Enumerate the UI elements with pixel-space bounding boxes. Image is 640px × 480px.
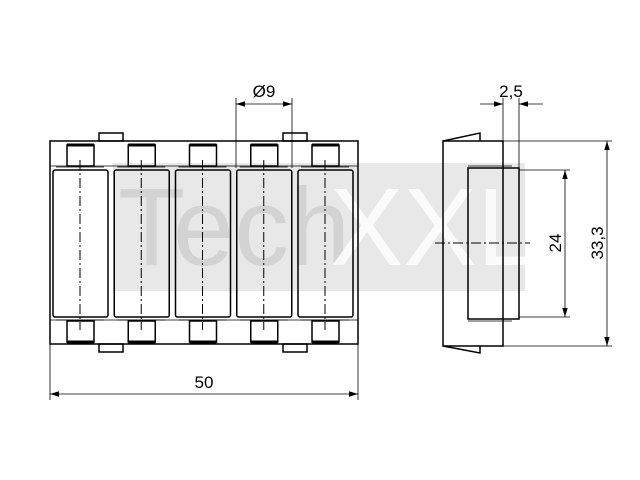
diameter-label: Ø9 <box>253 82 276 101</box>
frame-outline <box>49 140 359 345</box>
side-view <box>435 132 530 354</box>
height-label: 33,3 <box>588 226 607 259</box>
bottom-tab-left <box>98 343 124 353</box>
top-tab-left <box>98 132 124 142</box>
width-label: 50 <box>195 373 214 392</box>
width-dimension: 50 <box>49 344 359 400</box>
offset-label: 2,5 <box>499 82 523 101</box>
roller-length-dimension: 24 <box>519 169 570 318</box>
offset-dimension: 2,5 <box>480 82 543 168</box>
top-tab-right <box>282 132 308 142</box>
diameter-dimension: Ø9 <box>235 82 293 168</box>
front-view <box>49 132 359 353</box>
watermark-text-tech: Tech <box>118 166 350 289</box>
roller-length-label: 24 <box>546 234 565 253</box>
height-dimension: 33,3 <box>503 140 612 347</box>
rollers <box>52 143 354 344</box>
bottom-tab-right <box>282 343 308 353</box>
watermark-text-xxl: XXL <box>330 166 538 289</box>
